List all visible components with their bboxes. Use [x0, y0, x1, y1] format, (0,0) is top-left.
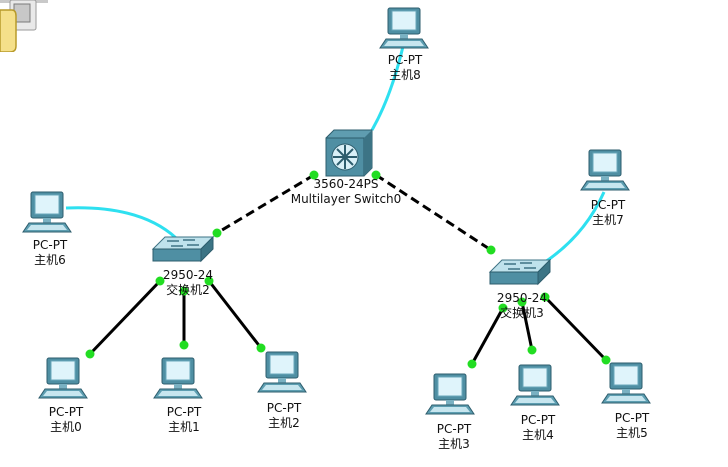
pc1-label: PC-PT 主机1 — [167, 405, 202, 435]
multilayer-switch-icon[interactable] — [325, 129, 373, 177]
pc1-icon[interactable] — [153, 357, 203, 399]
switch2-label: 2950-24 交换机2 — [163, 268, 213, 298]
device-model: PC-PT — [32, 238, 68, 252]
pc2-icon[interactable] — [257, 351, 307, 393]
pc8-icon[interactable] — [379, 7, 429, 49]
device-name: 主机3 — [438, 437, 470, 451]
pc6-label: PC-PT 主机6 — [33, 238, 68, 268]
device-name: 主机8 — [389, 68, 421, 82]
pc8-label: PC-PT 主机8 — [388, 53, 423, 83]
link-status-lights — [85, 170, 611, 369]
pc3-icon[interactable] — [425, 373, 475, 415]
device-name: 主机5 — [616, 426, 648, 440]
device-model: PC-PT — [266, 401, 302, 415]
device-model: PC-PT — [48, 405, 84, 419]
switch2-icon[interactable] — [152, 236, 214, 262]
pc6-icon[interactable] — [22, 191, 72, 233]
pc7-icon[interactable] — [580, 149, 630, 191]
pc4-label: PC-PT 主机4 — [521, 413, 556, 443]
device-model: PC-PT — [166, 405, 202, 419]
trunk-link-core-sw3[interactable] — [375, 173, 492, 252]
device-name: 主机6 — [34, 253, 66, 267]
trunk-link-core-sw2[interactable] — [216, 173, 315, 235]
multilayer-switch-label: 3560-24PS Multilayer Switch0 — [291, 177, 402, 207]
pc5-icon[interactable] — [601, 362, 651, 404]
device-name: 主机0 — [50, 420, 82, 434]
device-name: Multilayer Switch0 — [290, 192, 402, 206]
link-sw3-pc5[interactable] — [543, 295, 608, 362]
pc5-label: PC-PT 主机5 — [615, 411, 650, 441]
switch3-label: 2950-24 交换机3 — [497, 291, 547, 321]
pc0-icon[interactable] — [38, 357, 88, 399]
pc4-icon[interactable] — [510, 364, 560, 406]
pc2-label: PC-PT 主机2 — [267, 401, 302, 431]
device-name: 交换机2 — [166, 283, 210, 297]
console-cable-pc8[interactable] — [370, 41, 406, 131]
device-model: 2950-24 — [162, 268, 214, 282]
device-model: 3560-24PS — [313, 177, 379, 191]
link-sw3-pc3[interactable] — [470, 307, 505, 365]
device-model: PC-PT — [436, 422, 472, 436]
console-cable-pc6[interactable] — [65, 206, 178, 240]
console-cable-pc7[interactable] — [544, 191, 606, 264]
link-sw2-pc2[interactable] — [207, 280, 263, 349]
link-sw3-pc4[interactable] — [520, 301, 534, 351]
pc3-label: PC-PT 主机3 — [437, 422, 472, 452]
device-model: 2950-24 — [496, 291, 548, 305]
link-sw2-pc0[interactable] — [88, 279, 162, 356]
device-model: PC-PT — [614, 411, 650, 425]
device-name: 主机4 — [522, 428, 554, 442]
pc7-label: PC-PT 主机7 — [591, 198, 626, 228]
device-name: 交换机3 — [500, 306, 544, 320]
pc0-label: PC-PT 主机0 — [49, 405, 84, 435]
device-name: 主机2 — [268, 416, 300, 430]
device-name: 主机1 — [168, 420, 200, 434]
switch3-icon[interactable] — [489, 259, 551, 285]
device-model: PC-PT — [520, 413, 556, 427]
device-name: 主机7 — [592, 213, 624, 227]
device-model: PC-PT — [387, 53, 423, 67]
toolbar-corner-icon[interactable] — [0, 0, 48, 52]
device-model: PC-PT — [590, 198, 626, 212]
